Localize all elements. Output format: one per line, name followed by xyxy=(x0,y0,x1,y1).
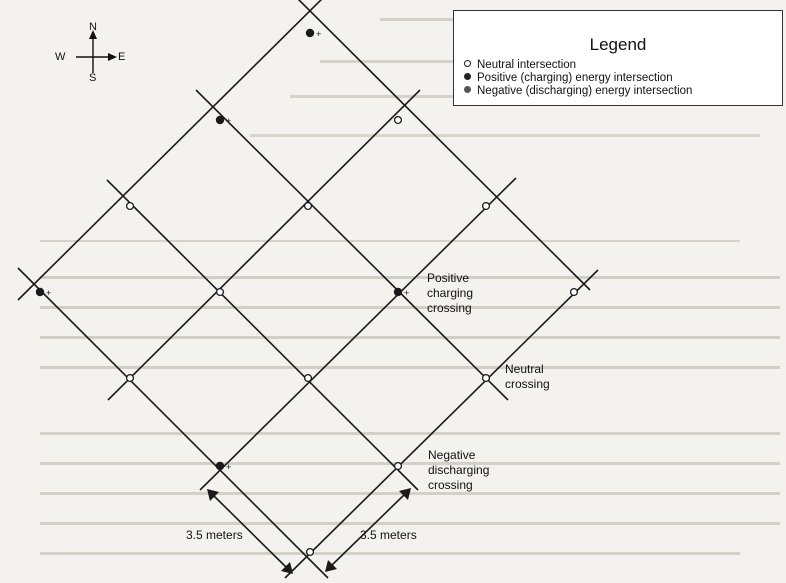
neutral-intersection xyxy=(125,373,135,383)
legend-item-neutral: Neutral intersection xyxy=(464,59,576,71)
compass: N W E S xyxy=(55,21,138,95)
grid-line-rising xyxy=(199,177,517,491)
positive-intersection xyxy=(215,461,225,471)
neutral-intersection xyxy=(303,373,313,383)
dimension-arrow-left xyxy=(212,494,288,569)
dimension-arrow-right xyxy=(330,493,406,567)
callout-neutral-crossing: Neutral crossing xyxy=(505,362,550,391)
legend-item-negative: Negative (discharging) energy intersecti… xyxy=(464,85,692,97)
neutral-intersection xyxy=(215,287,225,297)
arrowhead xyxy=(207,489,219,501)
grid-line-falling xyxy=(297,0,591,291)
neutral-intersection xyxy=(305,547,315,557)
negative-marker-icon xyxy=(464,86,471,94)
positive-intersection xyxy=(393,287,403,297)
positive-sign-icon: + xyxy=(316,29,321,39)
grid-line-falling xyxy=(106,179,419,491)
dimension-label-left: 3.5 meters xyxy=(186,528,243,542)
neutral-intersection xyxy=(481,373,491,383)
intersection-markers: + + + + + xyxy=(35,28,579,557)
arrowhead xyxy=(325,560,337,572)
positive-sign-icon: + xyxy=(46,288,51,298)
compass-east: E xyxy=(118,51,126,63)
neutral-intersection xyxy=(125,201,135,211)
grid-line-falling xyxy=(195,89,509,401)
compass-cross-icon xyxy=(76,30,117,73)
grid-line-rising xyxy=(107,89,421,401)
compass-west: W xyxy=(55,51,66,63)
positive-intersection xyxy=(215,115,225,125)
positive-sign-icon: + xyxy=(226,462,231,472)
neutral-marker-icon xyxy=(464,60,471,68)
grid-line-falling xyxy=(17,267,329,579)
dimension-arrows xyxy=(207,488,411,574)
grid-lines xyxy=(17,0,599,579)
positive-intersection xyxy=(305,28,315,38)
positive-intersection xyxy=(35,287,45,297)
positive-marker-icon xyxy=(464,73,471,81)
callout-negative-crossing: Negative discharging crossing xyxy=(428,448,490,492)
neutral-intersection xyxy=(481,201,491,211)
positive-sign-icon: + xyxy=(226,116,231,126)
arrowhead xyxy=(281,562,293,574)
neutral-intersection xyxy=(569,287,579,297)
compass-north: N xyxy=(89,21,97,33)
arrowhead xyxy=(399,488,411,500)
grid-line-rising xyxy=(17,0,323,301)
neutral-intersection xyxy=(303,201,313,211)
dimension-label-right: 3.5 meters xyxy=(360,528,417,542)
neutral-intersection xyxy=(393,461,403,471)
legend-item-positive: Positive (charging) energy intersection xyxy=(464,72,673,84)
grid-line-rising xyxy=(284,269,599,579)
positive-sign-icon: + xyxy=(404,288,409,298)
callout-positive-crossing: Positive charging crossing xyxy=(427,271,474,315)
neutral-intersection xyxy=(393,115,403,125)
legend: Legend Neutral intersection Positive (ch… xyxy=(453,10,783,106)
compass-south: S xyxy=(89,72,97,84)
legend-title: Legend xyxy=(589,35,647,54)
